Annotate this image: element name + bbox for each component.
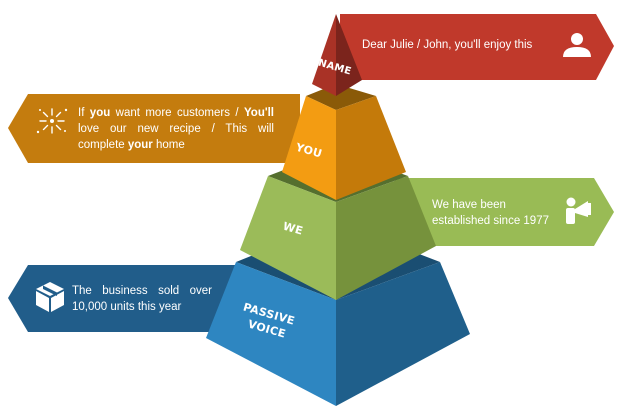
- name-callout-text: Dear Julie / John, you'll enjoy this: [362, 39, 533, 51]
- you-level-left-face: [282, 96, 336, 200]
- passive-level-right-face: [336, 262, 470, 406]
- you-level-right-face: [336, 96, 406, 200]
- we-callout-banner: [395, 178, 614, 246]
- name-level-left-face: [312, 14, 336, 96]
- passive-callout-banner: [8, 265, 235, 332]
- you-callout-segment: If: [78, 107, 90, 119]
- we-level-label-line: WE: [281, 220, 304, 238]
- megaphone-person-icon: [566, 197, 591, 224]
- passive-callout-text: The business sold over 10,000 units this…: [72, 285, 212, 313]
- person-icon: [563, 33, 591, 57]
- you-callout-segment: want more customers /: [110, 107, 244, 119]
- you-callout-segment: you: [89, 107, 111, 119]
- we-callout-text: We have been established since 1977: [432, 199, 549, 227]
- you-callout-segment: home: [152, 138, 185, 151]
- package-box-icon: [36, 282, 64, 312]
- we-level-label: WE: [281, 220, 304, 238]
- you-callout-text: If you want more customers / You'll love…: [78, 106, 274, 154]
- we-level-right-face: [336, 176, 436, 300]
- you-callout-banner: [8, 94, 300, 163]
- you-level-top-face: [306, 84, 376, 110]
- fireworks-icon: [36, 108, 68, 134]
- we-level-left-face: [240, 176, 336, 300]
- name-level-right-face: [336, 14, 362, 96]
- you-callout-segment: your: [127, 138, 153, 151]
- passive-level-left-face: [206, 262, 336, 406]
- name-callout-banner: [340, 14, 614, 80]
- you-callout-segment: You'll: [243, 107, 274, 119]
- you-callout-segment: love our new recipe / This will complete: [78, 122, 274, 151]
